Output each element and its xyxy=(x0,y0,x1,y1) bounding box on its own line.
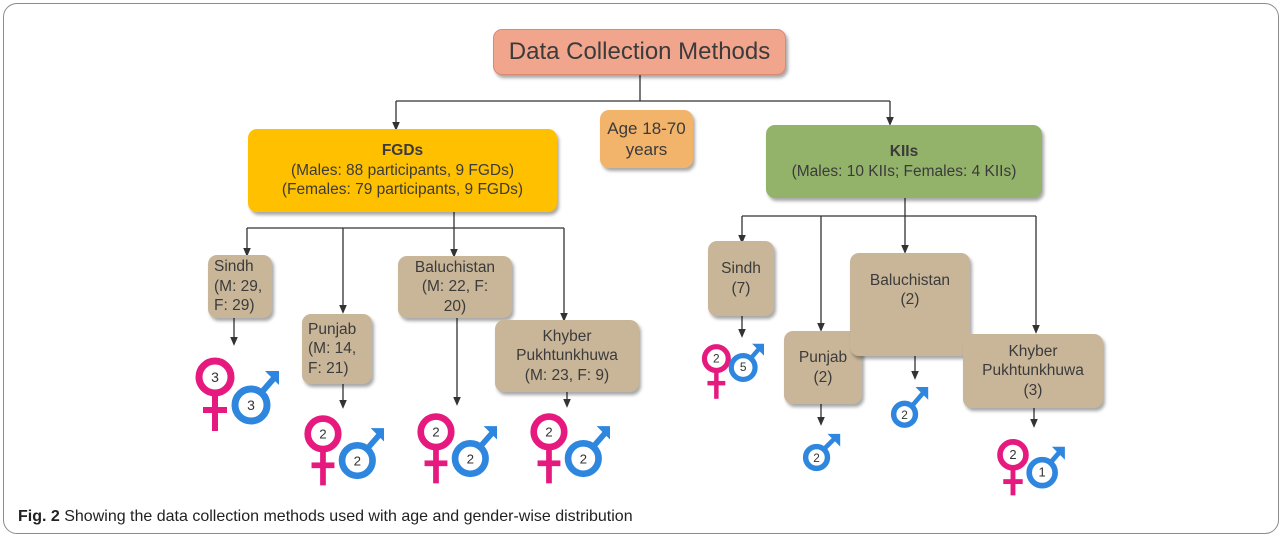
female-count: 3 xyxy=(211,369,219,385)
fgd-baluchistan-box: Baluchistan (M: 22, F: 20) xyxy=(398,256,512,318)
fgd-heading: FGDs xyxy=(381,142,424,160)
male-icon: 3 xyxy=(231,371,279,425)
male-count: 2 xyxy=(813,451,820,465)
female-count: 2 xyxy=(1009,447,1016,462)
kii-kp-box: Khyber Pukhtunkhuwa (3) xyxy=(963,334,1103,408)
kii-kp-gender-icons: 2 1 xyxy=(997,439,1065,496)
male-count: 5 xyxy=(740,360,747,374)
kii-heading: KIIs xyxy=(889,143,919,161)
kii-sindh-gender-icons: 2 5 xyxy=(701,343,764,399)
fgd-punjab-box: Punjab (M: 14, F: 21) xyxy=(302,314,372,384)
kii-punjab-box: Punjab (2) xyxy=(784,331,862,404)
male-count: 1 xyxy=(1039,465,1046,480)
female-icon: 2 xyxy=(417,413,455,484)
fgd-baluchistan-gender-icons: 2 2 xyxy=(417,413,497,484)
male-icon: 2 xyxy=(802,433,841,472)
female-count: 2 xyxy=(432,425,439,440)
female-count: 2 xyxy=(713,351,720,365)
fgd-sindh-box: Sindh (M: 29, F: 29) xyxy=(208,255,272,318)
title-text: Data Collection Methods xyxy=(508,38,771,65)
kii-baluchistan-gender-icons: 2 xyxy=(890,387,929,428)
male-icon: 2 xyxy=(451,426,497,478)
kii-box: KIIs (Males: 10 KIIs; Females: 4 KIIs) xyxy=(766,125,1042,198)
male-count: 2 xyxy=(580,451,587,466)
caption-label: Fig. 2 xyxy=(18,508,60,525)
age-box: Age 18-70 years xyxy=(600,110,693,168)
male-count: 2 xyxy=(901,408,908,422)
kii-line1: (Males: 10 KIIs; Females: 4 KIIs) xyxy=(791,162,1017,180)
female-icon: 2 xyxy=(701,344,731,399)
male-icon: 1 xyxy=(1026,446,1065,489)
fgd-line1: (Males: 88 participants, 9 FGDs) xyxy=(290,161,515,179)
male-icon: 5 xyxy=(728,343,764,383)
male-icon: 2 xyxy=(338,428,384,480)
female-icon: 2 xyxy=(304,415,342,486)
female-count: 2 xyxy=(319,427,326,442)
fgd-kp-gender-icons: 2 2 xyxy=(530,413,610,484)
fgd-line2: (Females: 79 participants, 9 FGDs) xyxy=(281,181,524,199)
male-icon: 2 xyxy=(564,426,610,478)
fgd-box: FGDs (Males: 88 participants, 9 FGDs) (F… xyxy=(248,129,557,212)
fgd-sindh-gender-icons: 3 3 xyxy=(195,357,279,431)
female-icon: 3 xyxy=(195,357,235,431)
male-count: 3 xyxy=(247,397,255,413)
caption-text: Showing the data collection methods used… xyxy=(64,508,633,525)
female-count: 2 xyxy=(545,425,552,440)
kii-sindh-box: Sindh (7) xyxy=(708,241,774,316)
female-icon: 2 xyxy=(997,439,1029,496)
age-text: Age 18-70 years xyxy=(607,118,686,159)
figure-caption: Fig. 2 Showing the data collection metho… xyxy=(18,508,633,526)
male-count: 2 xyxy=(467,451,474,466)
kii-punjab-gender-icons: 2 xyxy=(802,433,841,472)
male-count: 2 xyxy=(354,453,361,468)
fgd-punjab-gender-icons: 2 2 xyxy=(304,415,384,486)
fgd-kp-box: Khyber Pukhtunkhuwa (M: 23, F: 9) xyxy=(495,320,639,392)
male-icon: 2 xyxy=(890,387,929,428)
title-box: Data Collection Methods xyxy=(493,29,786,75)
kii-baluchistan-box: Baluchistan (2) xyxy=(850,253,970,356)
female-icon: 2 xyxy=(530,413,568,484)
